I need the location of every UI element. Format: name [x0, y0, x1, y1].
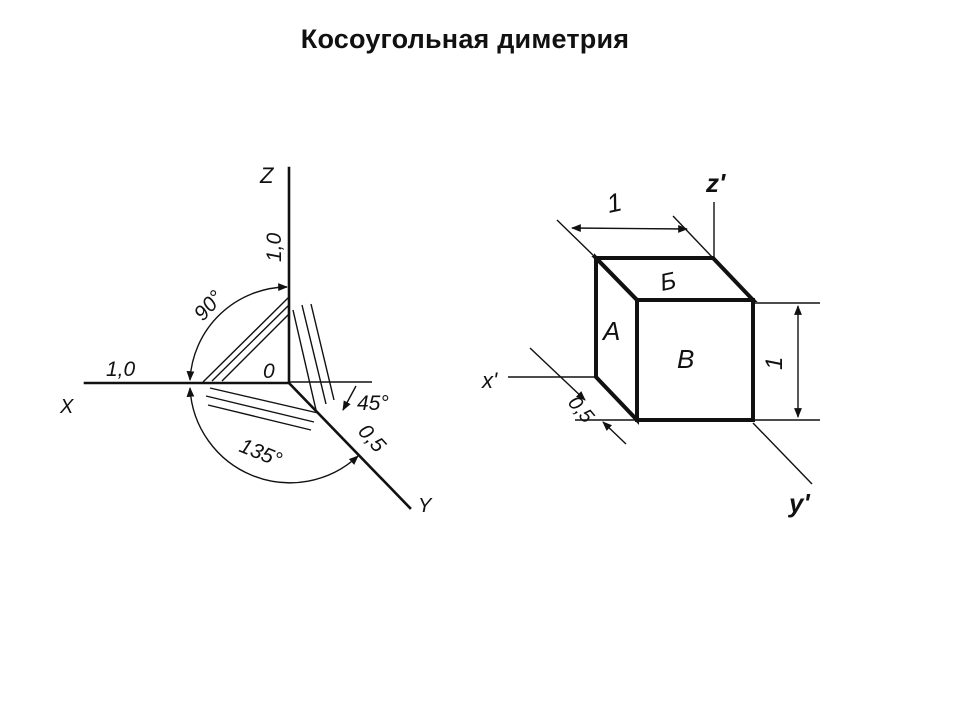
angle-label-90: 90°	[190, 286, 228, 325]
axis-label-x: X	[59, 396, 74, 418]
axes-diagram: Z X Y 0 1,0 1,0 0,5 90° 135° 45°	[59, 163, 433, 517]
dim-depth-arrow-2	[602, 421, 627, 445]
cube-axis-label-z: z'	[705, 168, 726, 198]
coef-label-y: 0,5	[353, 420, 390, 457]
dim-label-right: 1	[761, 357, 788, 370]
arc-90	[186, 283, 288, 381]
face-label-top: Б	[658, 267, 679, 297]
arc-135	[186, 387, 359, 484]
page-title: Косоугольная диметрия	[300, 24, 630, 54]
origin-label: 0	[263, 360, 275, 383]
cube-face-front	[635, 298, 755, 422]
angle-hatching	[202, 296, 335, 431]
face-label-left: А	[601, 316, 620, 346]
coef-label-z: 1,0	[263, 232, 286, 262]
angle-label-135: 135°	[236, 434, 285, 472]
angle-label-45: 45°	[357, 392, 389, 415]
cube-diagram: z' x' y' Б А В 1 1 0,5	[481, 168, 820, 518]
cube-axis-label-x: x'	[481, 368, 498, 393]
axis-label-y: Y	[418, 495, 433, 517]
y-axis-line	[287, 381, 412, 510]
coef-label-x: 1,0	[106, 358, 136, 381]
dim-label-depth: 0,5	[563, 392, 598, 428]
arrow-45	[342, 385, 357, 411]
dim-depth-arrow-1	[529, 347, 586, 401]
dim-top-arrow	[571, 224, 688, 233]
face-label-front: В	[677, 344, 694, 374]
y-prime-axis	[752, 422, 813, 485]
cube-axis-label-y: y'	[787, 488, 810, 518]
dim-label-top: 1	[604, 187, 624, 219]
axis-label-z: Z	[259, 163, 275, 188]
